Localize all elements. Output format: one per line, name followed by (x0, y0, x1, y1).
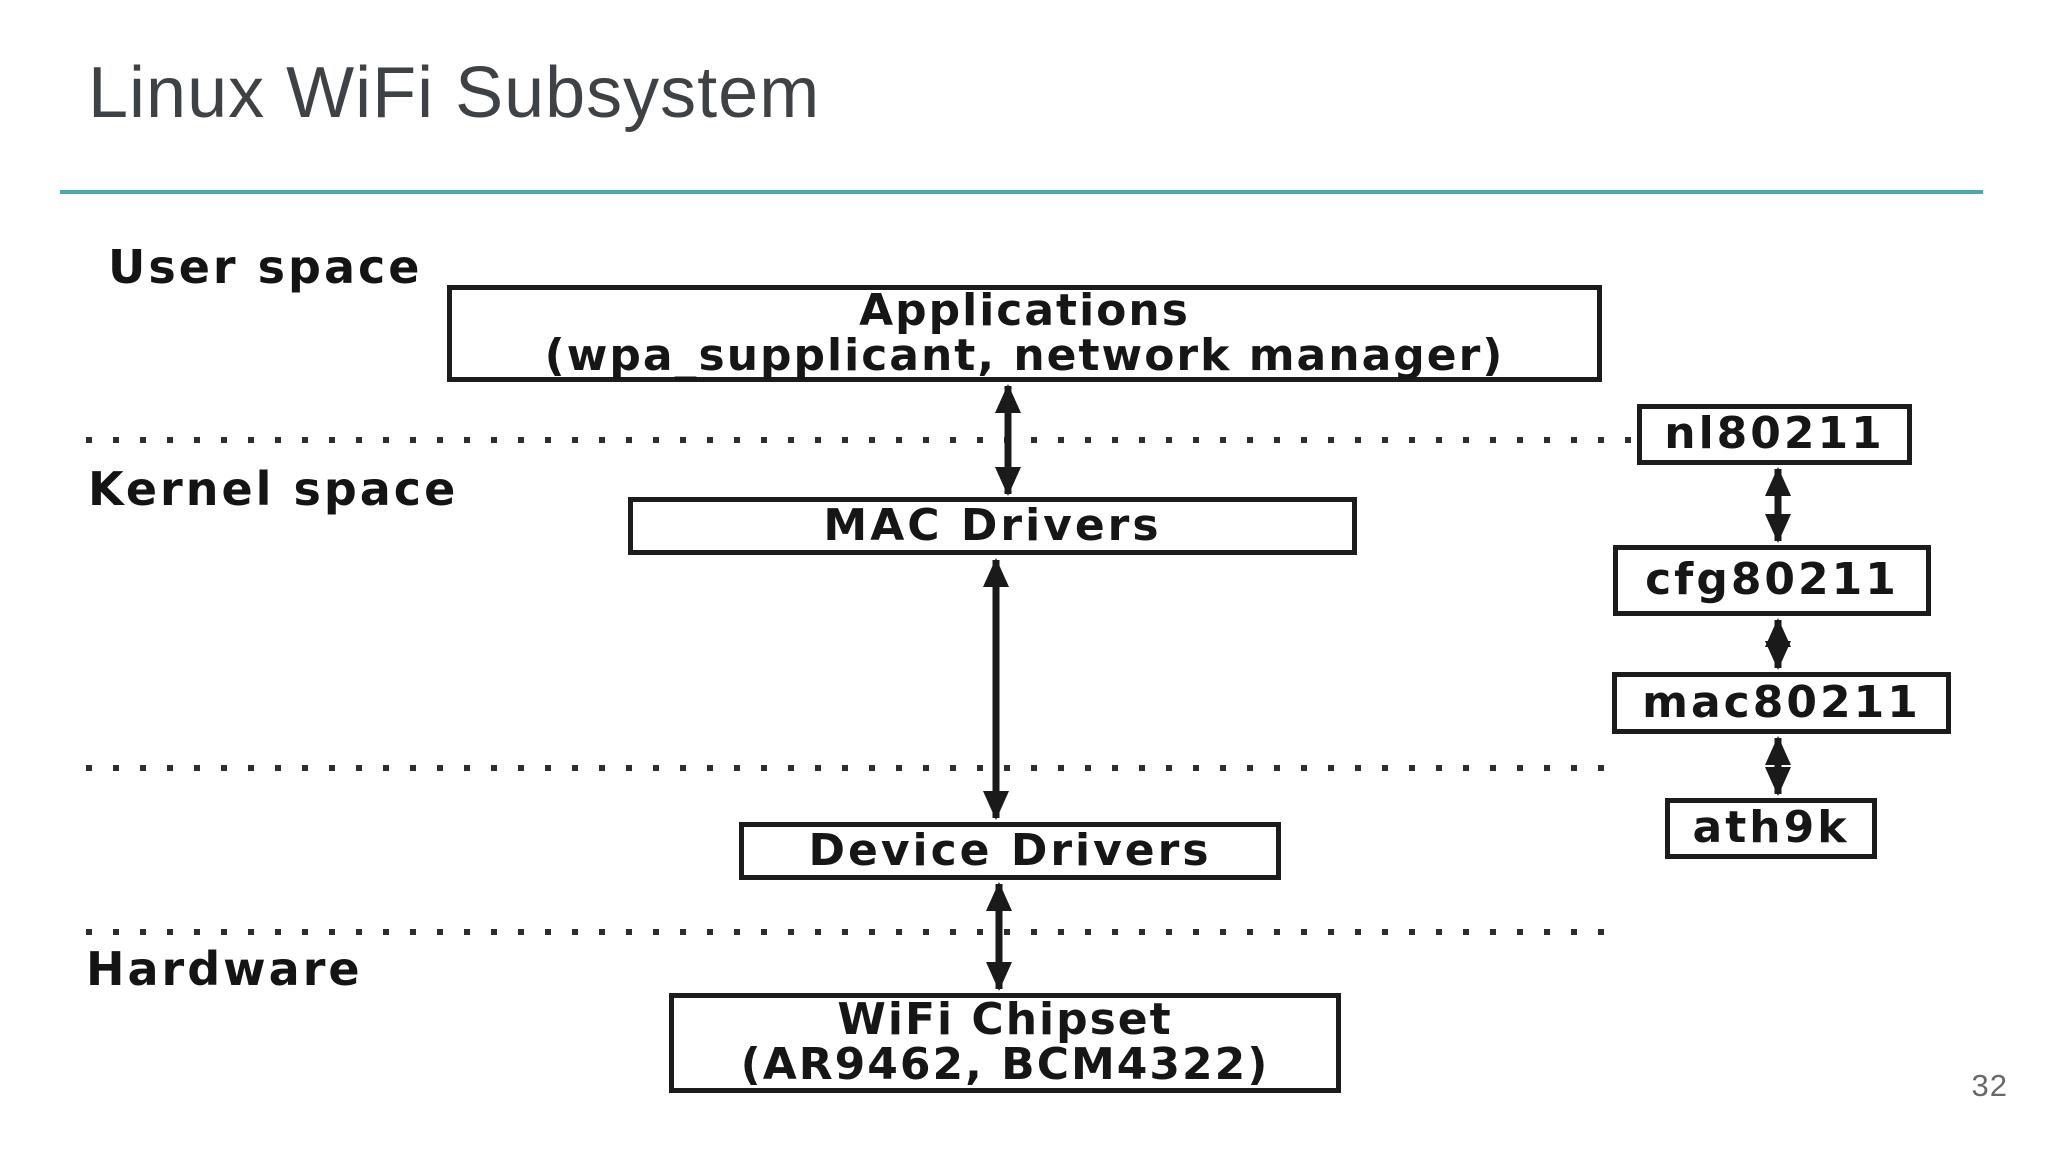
layer-label-kernel-space: Kernel space (88, 462, 459, 516)
diagram-box-nl80211: nl80211 (1637, 404, 1912, 465)
box-applications-line2: (wpa_supplicant, network manager) (544, 329, 1505, 381)
box-ath9k-label: ath9k (1692, 802, 1850, 854)
box-mac80211-label: mac80211 (1642, 676, 1921, 728)
box-nl80211-label: nl80211 (1664, 408, 1885, 460)
diagram-box-wifi-chipset: WiFi Chipset (AR9462, BCM4322) (669, 993, 1341, 1093)
layer-label-user-space: User space (108, 240, 423, 294)
box-wifi-chipset-line1: WiFi Chipset (837, 994, 1173, 1046)
diagram-box-cfg80211: cfg80211 (1613, 545, 1931, 616)
wifi-subsystem-diagram: User space Kernel space Hardware (0, 200, 2048, 1152)
dotted-separator-kernel-hardware (86, 929, 1612, 935)
layer-label-hardware: Hardware (86, 942, 363, 996)
box-device-drivers-label: Device Drivers (808, 824, 1212, 876)
diagram-box-mac80211: mac80211 (1612, 672, 1951, 734)
box-wifi-chipset-line2: (AR9462, BCM4322) (740, 1039, 1270, 1090)
title-divider (60, 190, 1983, 194)
box-cfg80211-label: cfg80211 (1645, 554, 1899, 606)
diagram-box-applications: Applications (wpa_supplicant, network ma… (447, 285, 1602, 382)
diagram-box-device-drivers: Device Drivers (739, 822, 1281, 880)
diagram-box-mac-drivers: MAC Drivers (628, 497, 1357, 555)
page-number: 32 (1971, 1068, 2008, 1103)
box-mac-drivers-label: MAC Drivers (823, 499, 1162, 551)
dotted-separator-kernel-lower (86, 765, 1612, 771)
diagram-box-ath9k: ath9k (1665, 798, 1877, 859)
page-title: Linux WiFi Subsystem (88, 53, 821, 133)
dotted-separator-user-kernel (86, 437, 1648, 443)
box-applications-line1: Applications (859, 284, 1190, 336)
